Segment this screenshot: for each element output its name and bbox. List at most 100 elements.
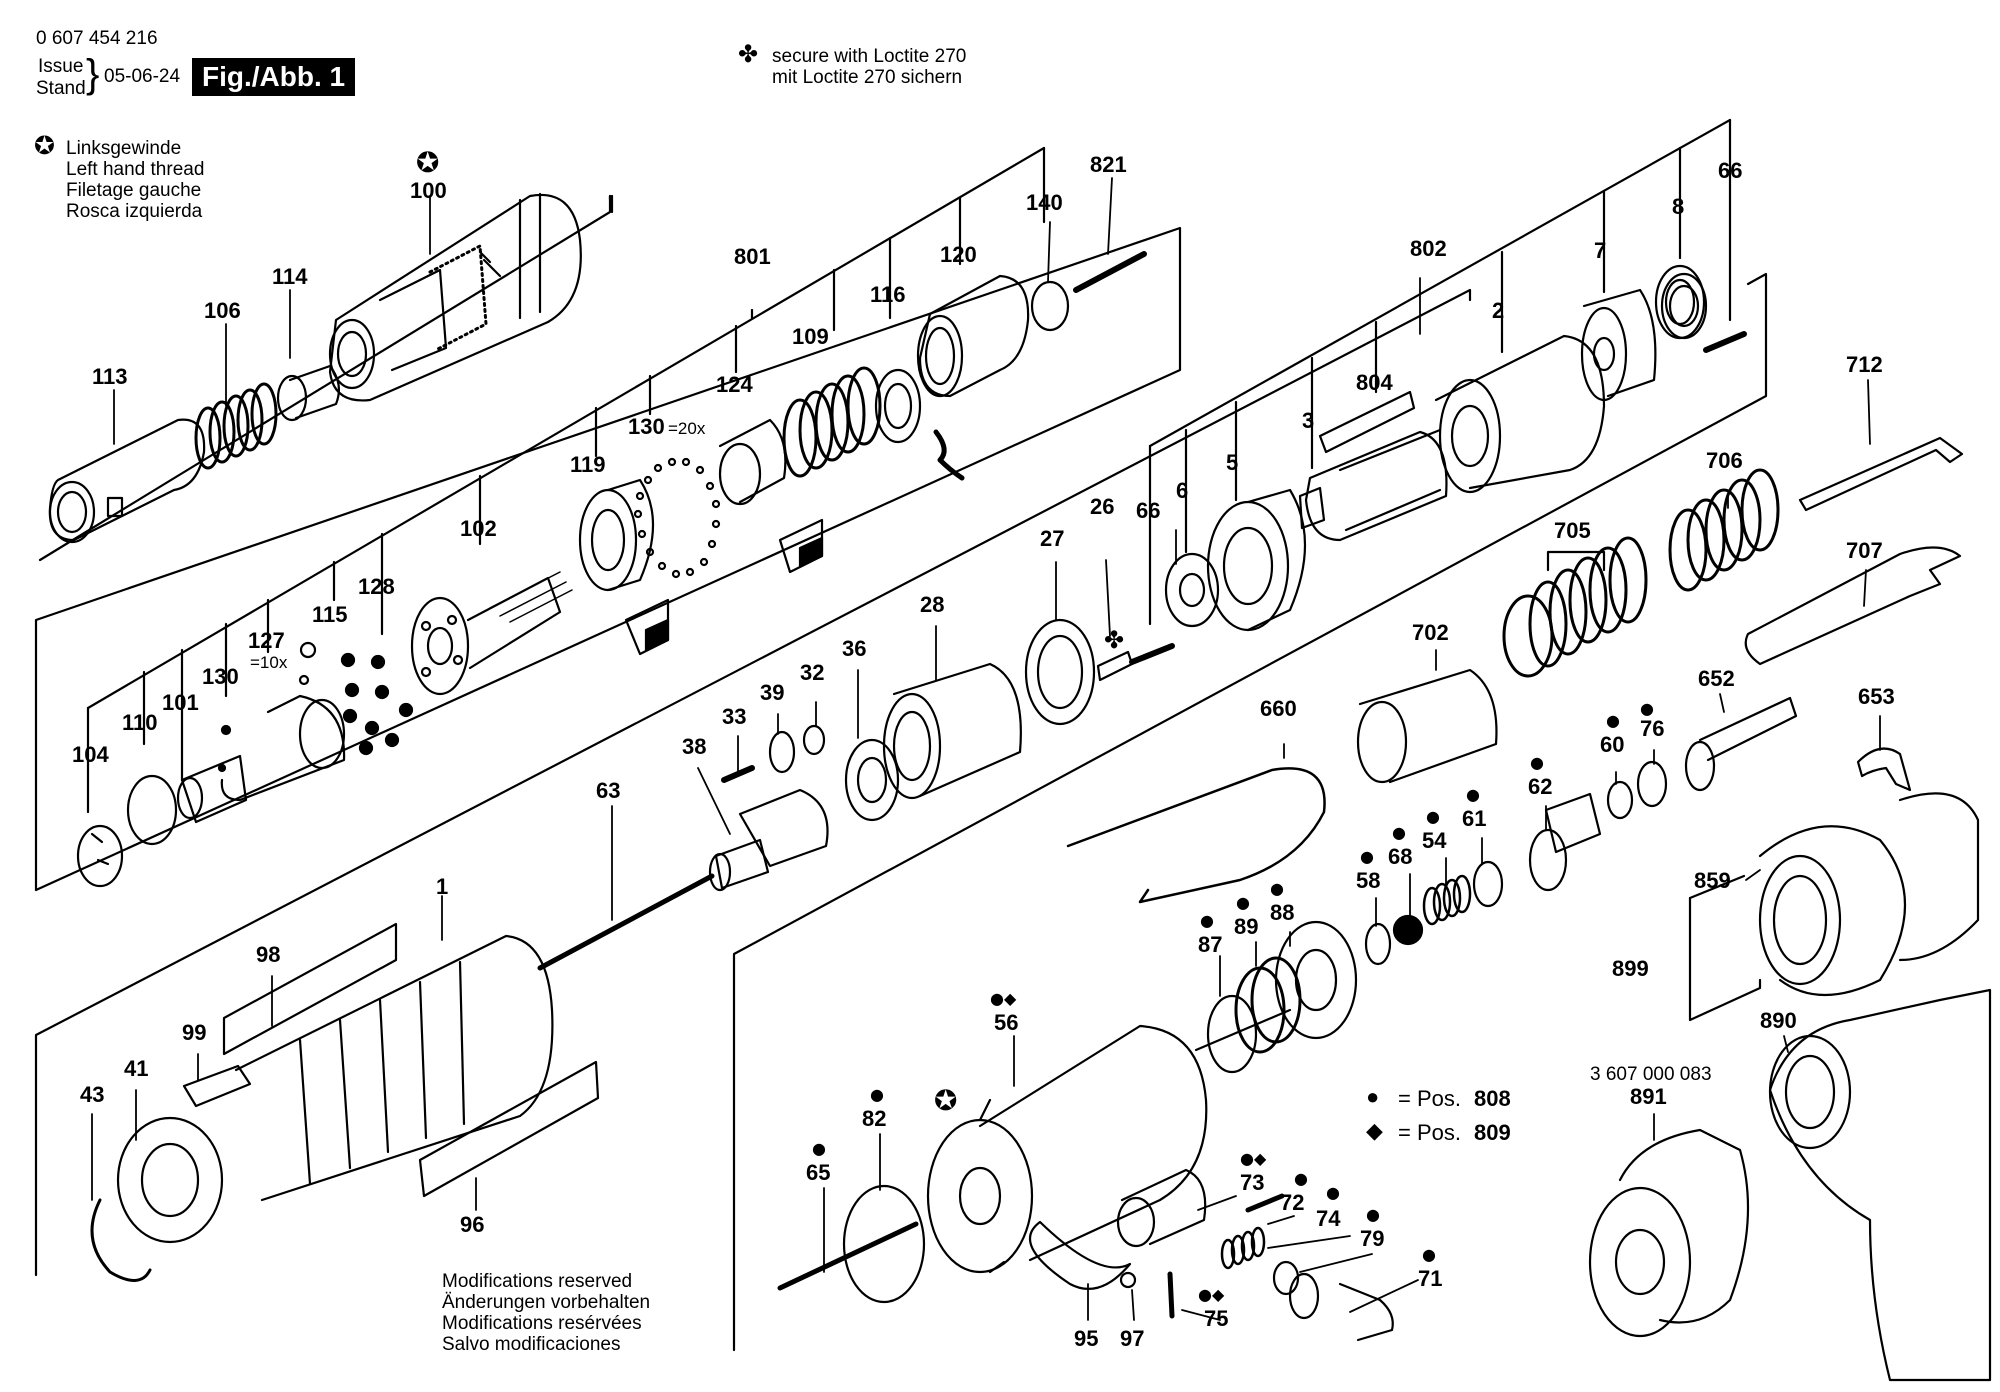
label-98: 98: [256, 942, 280, 967]
label-6: 6: [1176, 478, 1188, 503]
left-thread-note-line1: Linksgewinde: [66, 138, 182, 159]
label-43: 43: [80, 1082, 104, 1107]
part-82-o-ring: [842, 1184, 926, 1304]
label-54: 54: [1422, 828, 1447, 853]
label-71-dot-icon: ●: [1422, 1245, 1436, 1264]
part-99-clip: [182, 1064, 252, 1108]
label-72: 72: [1280, 1190, 1304, 1215]
part-5-bearing-cover: [1206, 488, 1307, 632]
label-38: 38: [682, 734, 706, 759]
label-88-dot-icon: ●: [1270, 879, 1284, 898]
label-63: 63: [596, 778, 620, 803]
leader-lines: [91, 177, 1881, 1321]
part-26-loctite-icon: ✤: [1104, 626, 1124, 654]
label-28: 28: [920, 592, 944, 617]
part-890-handle: [1768, 988, 1992, 1382]
label-58: 58: [1356, 868, 1380, 893]
part-28-gear-housing: [882, 662, 1022, 800]
legend-diamond-icon: ◆: [1366, 1118, 1383, 1143]
part-54-spring: [1422, 874, 1472, 926]
label-76-dot-icon: ●: [1640, 699, 1654, 718]
label-130-qty: =20x: [668, 419, 706, 438]
part-804-vane: [1318, 390, 1416, 454]
label-702: 702: [1412, 620, 1449, 645]
part-652-nipple: [1684, 696, 1798, 792]
label-140: 140: [1026, 190, 1063, 215]
label-7: 7: [1594, 238, 1606, 263]
label-890: 890: [1760, 1008, 1797, 1033]
legend-diamond-value: 809: [1474, 1120, 1511, 1145]
label-96: 96: [460, 1212, 484, 1237]
panel-frame-left: [34, 226, 1182, 892]
part-61-ring: [1472, 860, 1504, 908]
label-127-qty: =10x: [250, 653, 288, 672]
part-60-screen: [1606, 780, 1634, 820]
label-120: 120: [940, 242, 977, 267]
label-119: 119: [570, 452, 606, 477]
label-116: 116: [870, 282, 906, 307]
label-87-dot-icon: ●: [1200, 911, 1214, 930]
part-36-bearing: [844, 738, 900, 822]
part-120-sleeve: [916, 274, 1030, 398]
part-116-spring-clip: [933, 429, 965, 481]
label-39: 39: [760, 680, 784, 705]
part-89-spring: [1234, 956, 1302, 1054]
label-41: 41: [124, 1056, 148, 1081]
panel-frame-right: [732, 272, 1768, 1352]
part-75-pin: [1167, 1271, 1175, 1319]
part-66-bearing: [1660, 272, 1708, 340]
part-76-ring: [1636, 760, 1668, 808]
label-72-dot-icon: ●: [1294, 1169, 1308, 1188]
part-65-rod: [777, 1221, 919, 1291]
left-thread-note-line2: Left hand thread: [66, 159, 205, 180]
label-61-dot-icon: ●: [1466, 785, 1480, 804]
part-26-screw: [1096, 650, 1134, 682]
label-804: 804: [1356, 370, 1393, 395]
part-32-pin: [802, 724, 826, 756]
part-119-ring: [578, 478, 654, 592]
label-2: 2: [1492, 298, 1504, 323]
label-130-bottom: 130: [202, 664, 239, 689]
label-8: 8: [1672, 194, 1684, 219]
part-712-hex-key: [1798, 436, 1964, 512]
part-706-spring: [1668, 468, 1780, 592]
part-110-ring: [126, 774, 178, 846]
panel-frame-middle: [34, 288, 1472, 1277]
label-88: 88: [1270, 900, 1294, 925]
part-38-carrier: [708, 788, 829, 892]
part-88-bearing: [1274, 920, 1358, 1040]
label-801: 801: [734, 244, 771, 269]
label-65-dot-icon: ●: [812, 1139, 826, 1158]
part-66-pin-bottom: [1129, 643, 1175, 665]
label-79-dot-icon: ●: [1366, 1205, 1380, 1224]
part-102-spindle: [410, 571, 573, 696]
label-712: 712: [1846, 352, 1883, 377]
label-115: 115: [312, 602, 348, 627]
label-660: 660: [1260, 696, 1297, 721]
issue-date: 05-06-24: [104, 66, 181, 87]
part-labels: ✪ 100 114 106 113 801 140 821 120 116 10…: [72, 146, 1895, 1351]
part-124-ring: [718, 418, 787, 506]
label-802: 802: [1410, 236, 1447, 261]
label-859: 859: [1694, 868, 1731, 893]
part-6-bearing: [1164, 552, 1220, 628]
label-899: 899: [1612, 956, 1649, 981]
label-58-dot-icon: ●: [1360, 847, 1374, 866]
part-128-balls: [340, 652, 414, 756]
part-66-pin-top: [1703, 331, 1747, 353]
part-63-rod: [537, 873, 715, 971]
bracket-705: [1546, 550, 1606, 572]
part-140-ring: [1030, 280, 1070, 332]
label-100: 100: [410, 178, 447, 203]
label-79: 79: [1360, 1226, 1384, 1251]
modifications-line4: Salvo modificaciones: [442, 1334, 621, 1355]
stand-label: Stand: [36, 78, 86, 99]
label-89-dot-icon: ●: [1236, 893, 1250, 912]
label-62-dot-icon: ●: [1530, 753, 1544, 772]
part-1-housing: [234, 934, 554, 1202]
label-56: 56: [994, 1010, 1018, 1035]
label-707: 707: [1846, 538, 1883, 563]
label-124: 124: [716, 372, 753, 397]
label-76: 76: [1640, 716, 1664, 741]
label-5: 5: [1226, 450, 1238, 475]
